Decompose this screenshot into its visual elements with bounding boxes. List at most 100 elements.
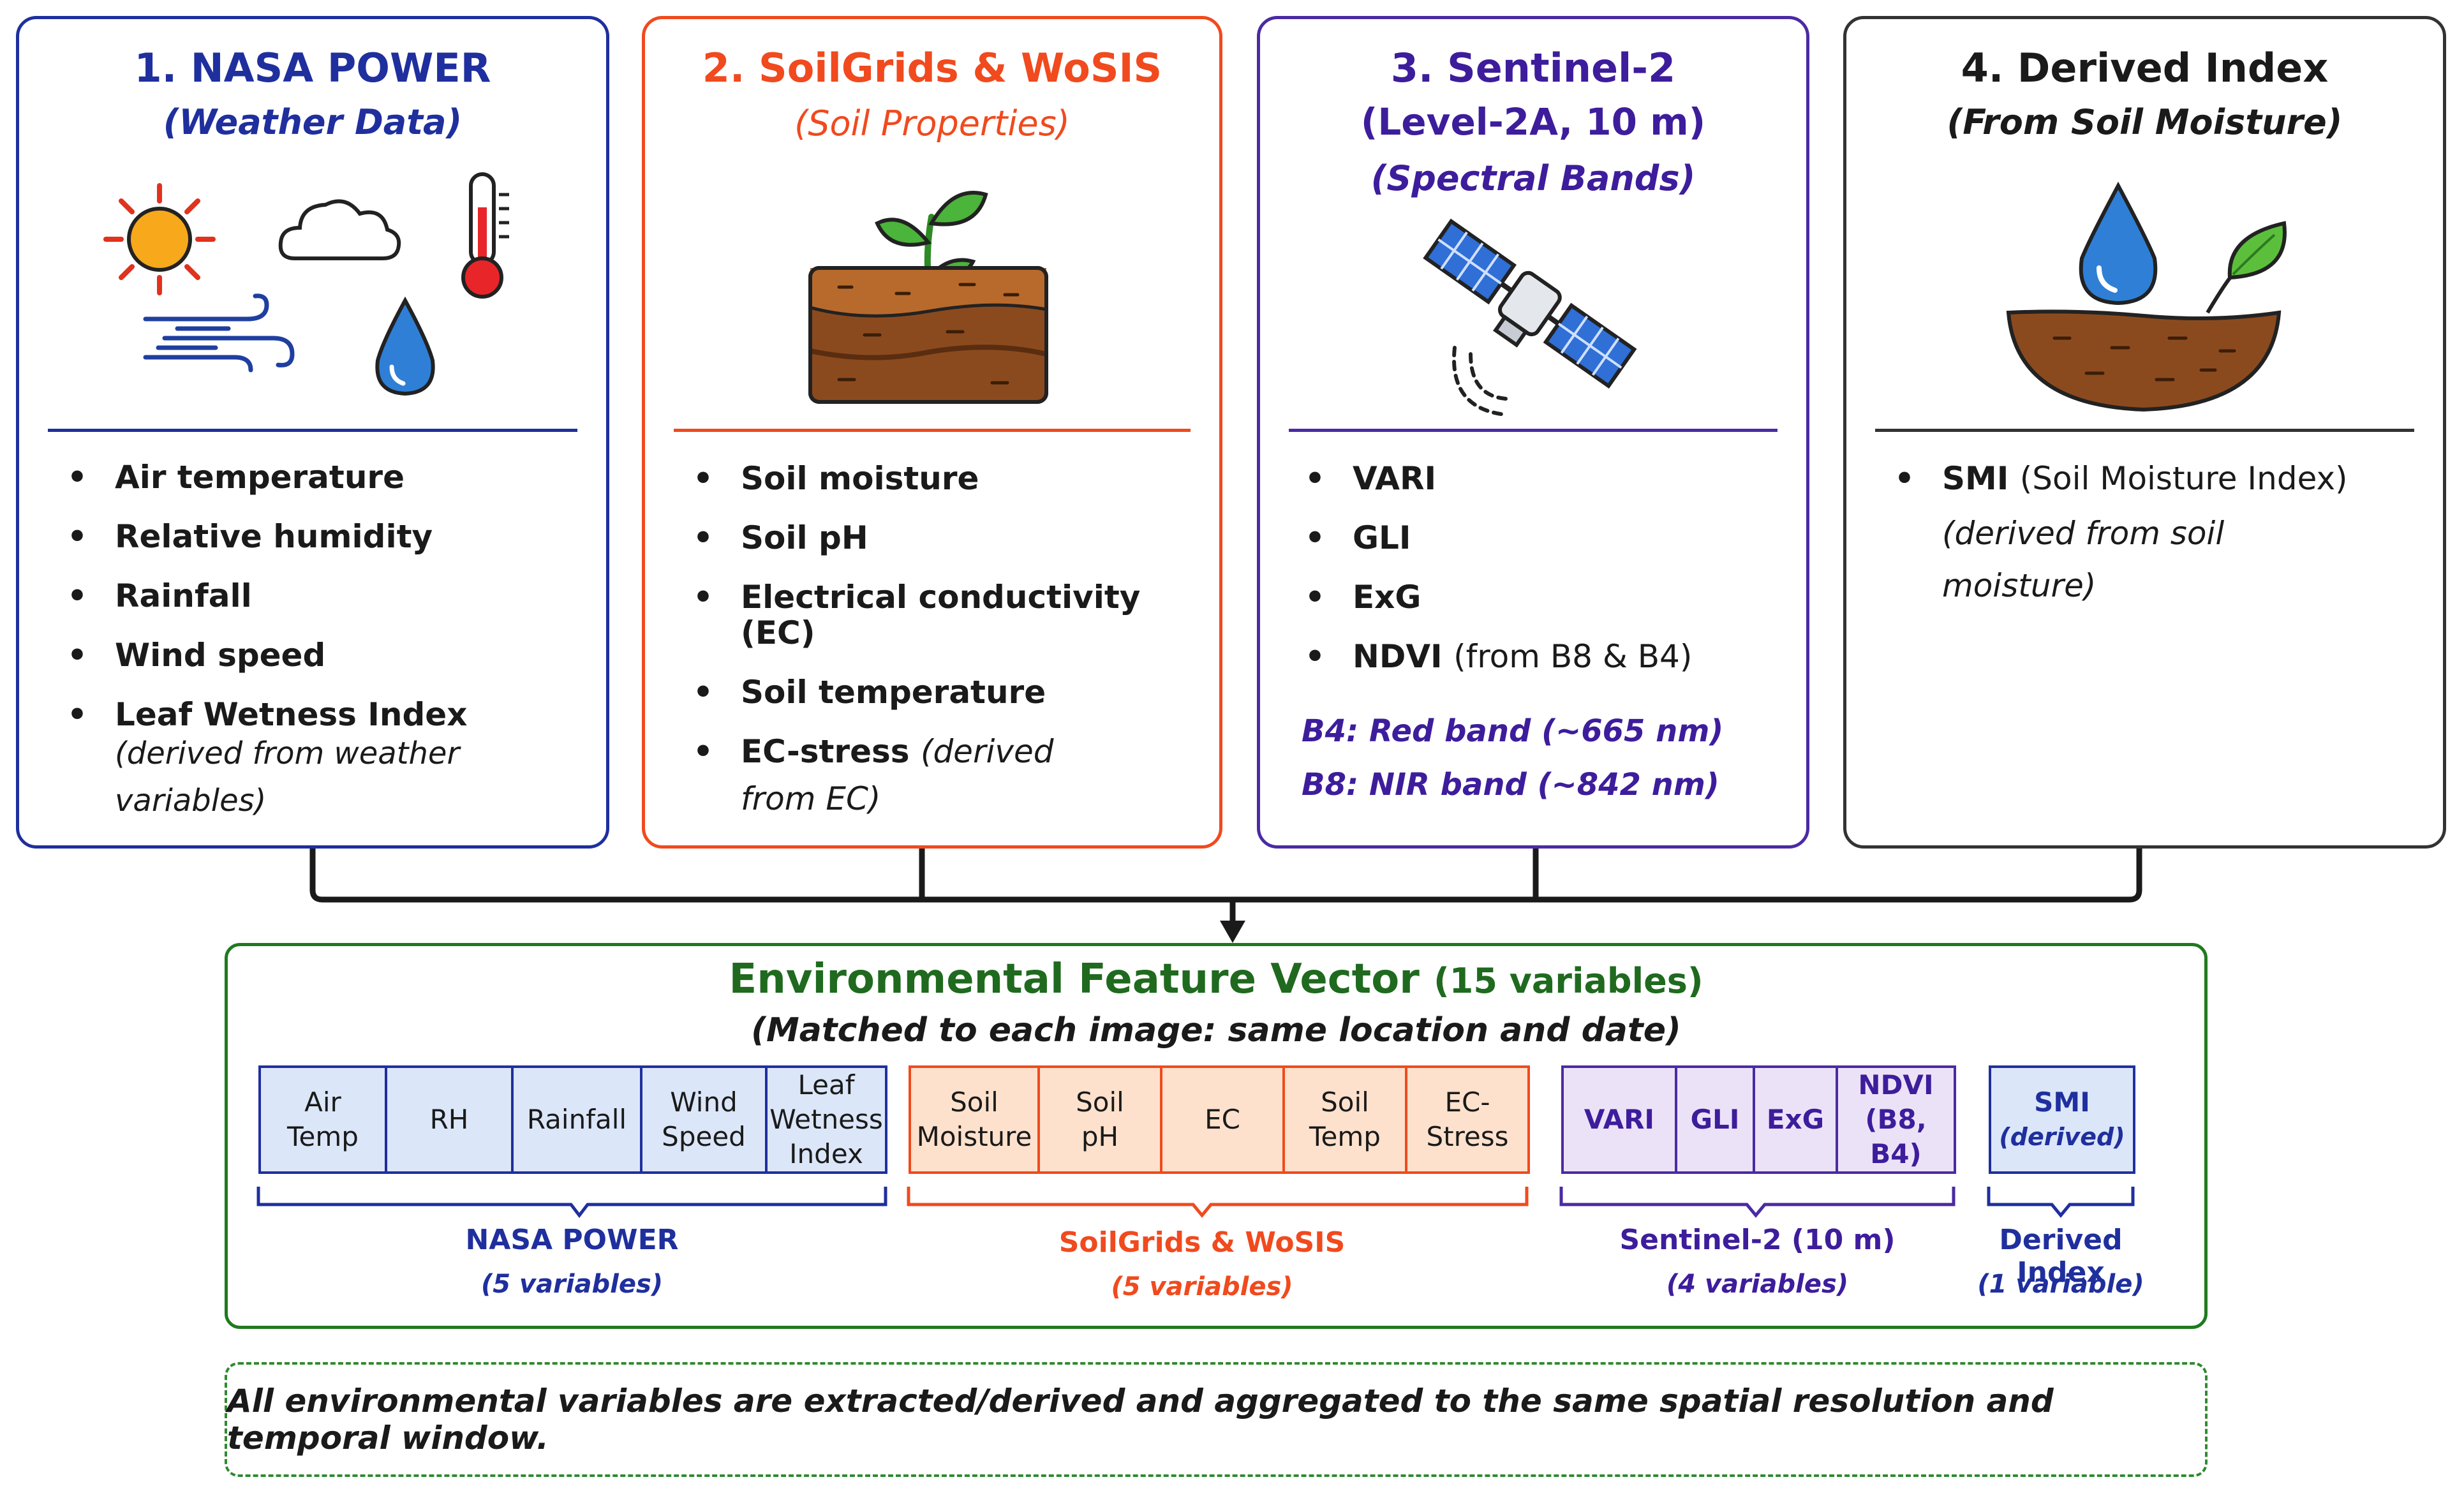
list-item: ExG: [1305, 579, 1802, 615]
card-subtitle: (Soil Properties): [794, 103, 1070, 144]
list-item: SMI (Soil Moisture Index) (derived from …: [1894, 461, 2430, 604]
feature-cell-label: Temp: [287, 1121, 359, 1152]
list-item: Soil moisture: [693, 461, 1203, 496]
card-subtitle: (Spectral Bands): [1370, 158, 1696, 198]
card-divider: [1875, 429, 2414, 432]
feature-cell-label: Speed: [662, 1121, 746, 1152]
feature-cell-label: Soil: [950, 1086, 998, 1118]
band-note: B8: NIR band (~842 nm): [1302, 767, 1719, 803]
feature-cell-label: Rainfall: [526, 1104, 627, 1135]
feature-vector-subtitle: (Matched to each image: same location an…: [751, 1011, 1681, 1049]
band-note: B4: Red band (~665 nm): [1302, 713, 1724, 749]
card-subtitle: (Weather Data): [163, 102, 463, 142]
list-item: GLI: [1305, 520, 1802, 556]
item-note: from EC): [741, 780, 881, 817]
group-count-derived: (1 variable): [1977, 1270, 2144, 1299]
feature-cell: GLI: [1675, 1065, 1755, 1174]
group-label-nasa: NASA POWER: [465, 1224, 679, 1256]
card-divider: [674, 429, 1191, 432]
list-item: Soil pH: [693, 520, 1203, 556]
list-item: NDVI (from B8 & B4): [1305, 639, 1802, 674]
list-item: Soil temperature: [693, 674, 1203, 710]
list-item: VARI: [1305, 461, 1802, 496]
thermometer-icon: [461, 172, 509, 299]
group-count-sentinel: (4 variables): [1666, 1270, 1849, 1299]
list-item: Relative humidity: [67, 519, 590, 554]
cloud-icon: [278, 199, 401, 260]
group-label-derived: Derived Index: [1999, 1224, 2123, 1289]
feature-cell-label: pH: [1081, 1121, 1119, 1152]
feature-cell-label: Air: [304, 1086, 341, 1118]
wind-icon: [143, 293, 295, 373]
feature-cell: VARI: [1561, 1065, 1677, 1174]
card-soilgrids-wosis: 2. SoilGrids & WoSIS (Soil Properties) S…: [642, 16, 1222, 849]
feature-cell-label: EC: [1205, 1104, 1240, 1135]
list-item: Rainfall: [67, 578, 590, 614]
feature-cell-label: RH: [429, 1104, 469, 1135]
feature-cell-label: GLI: [1690, 1104, 1740, 1135]
variable-list: SMI (Soil Moisture Index) (derived from …: [1894, 461, 2430, 627]
group-count-soil: (5 variables): [1111, 1272, 1293, 1301]
feature-cell-label: Index: [789, 1138, 863, 1169]
item-note: (derived: [920, 733, 1054, 770]
feature-vector-count: (15 variables): [1434, 961, 1703, 1001]
feature-cell-label: Temp: [1309, 1121, 1381, 1152]
item-note: (from B8 & B4): [1453, 638, 1693, 675]
feature-vector-title: Environmental Feature Vector (15 variabl…: [729, 956, 1703, 1003]
item-label-rest: (Soil Moisture Index): [2019, 460, 2348, 497]
card-nasa-power: 1. NASA POWER (Weather Data) Air tempera…: [16, 16, 609, 849]
card-derived-index: 4. Derived Index (From Soil Moisture) SM…: [1843, 16, 2446, 849]
card-title: 1. NASA POWER: [134, 45, 491, 91]
list-item: Electrical conductivity (EC): [693, 579, 1203, 651]
feature-cell-label: Moisture: [916, 1121, 1032, 1152]
feature-cell-label: Leaf: [798, 1069, 855, 1101]
feature-cell-label: EC-: [1444, 1086, 1490, 1118]
feature-cell: Rainfall: [511, 1065, 642, 1174]
group-count-nasa: (5 variables): [480, 1270, 664, 1299]
feature-cell: ExG: [1753, 1065, 1838, 1174]
feature-cell-label: Stress: [1426, 1121, 1509, 1152]
variable-list: Soil moisture Soil pH Electrical conduct…: [693, 461, 1203, 840]
feature-cell-label: VARI: [1584, 1104, 1655, 1135]
seedling-soil-layers-icon: [808, 191, 1048, 404]
feature-cell-label: ExG: [1766, 1104, 1825, 1135]
feature-cell-label: Soil: [1076, 1086, 1124, 1118]
card-divider: [48, 429, 577, 432]
card-title: 4. Derived Index: [1961, 45, 2329, 91]
feature-cell-label: (derived): [1999, 1123, 2125, 1151]
item-note: (derived from soil: [1942, 515, 2225, 552]
variable-list: VARI GLI ExG NDVI (from B8 & B4): [1305, 461, 1802, 698]
leaf-icon: [2206, 221, 2287, 314]
list-item: Leaf Wetness Index(derived from weather …: [67, 697, 498, 824]
feature-cell: NDVI(B8, B4): [1836, 1065, 1956, 1174]
list-item: Wind speed: [67, 637, 590, 673]
feature-cell-label: Wind: [670, 1086, 738, 1118]
sun-icon: [103, 183, 216, 295]
variable-list: Air temperature Relative humidity Rainfa…: [67, 459, 590, 848]
card-title: 2. SoilGrids & WoSIS: [702, 45, 1162, 91]
feature-cell: EC-Stress: [1405, 1065, 1530, 1174]
feature-cell: RH: [385, 1065, 514, 1174]
item-note: moisture): [1942, 567, 2097, 604]
card-sentinel-2: 3. Sentinel-2 (Level-2A, 10 m) (Spectral…: [1257, 16, 1809, 849]
water-drop-icon: [2079, 181, 2158, 306]
card-title: 3. Sentinel-2: [1390, 45, 1676, 91]
feature-vector-panel: [225, 943, 2208, 1329]
soil-bowl-icon: [2006, 309, 2282, 412]
feature-cell-label: SMI: [2034, 1086, 2090, 1118]
group-label-sentinel: Sentinel-2 (10 m): [1619, 1224, 1896, 1256]
card-divider: [1289, 429, 1777, 432]
feature-cell-label: Wetness: [769, 1104, 883, 1135]
footer-note-box: All environmental variables are extracte…: [225, 1362, 2208, 1477]
satellite-icon: [1423, 218, 1637, 417]
card-subtitle: (Level-2A, 10 m): [1360, 100, 1706, 144]
card-subtitle: (From Soil Moisture): [1947, 102, 2343, 142]
feature-cell-label: (B8, B4): [1865, 1104, 1927, 1169]
